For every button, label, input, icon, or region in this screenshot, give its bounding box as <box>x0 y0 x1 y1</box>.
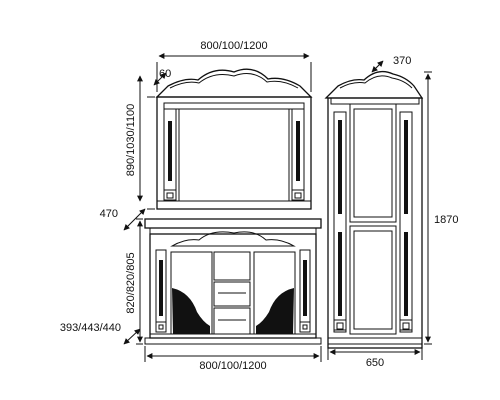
mirror-cabinet <box>155 68 313 210</box>
cabinet-depth-label: 470 <box>100 208 118 220</box>
base-unit <box>144 218 322 345</box>
column-height-label: 1870 <box>434 214 458 226</box>
column-width-label: 650 <box>366 357 384 369</box>
base-width-label: 800/100/1200 <box>199 360 266 372</box>
column-depth-label: 370 <box>393 55 411 67</box>
tall-column <box>324 70 424 349</box>
mirror-height-label: 890/1030/1100 <box>125 104 137 177</box>
mirror-depth-label: 60 <box>159 68 171 80</box>
base-height-label: 820/820/805 <box>125 252 137 313</box>
dimension-lines <box>123 53 432 362</box>
base-depth-label: 393/443/440 <box>60 322 121 334</box>
mirror-width-label: 800/100/1200 <box>200 40 267 52</box>
dimension-labels: 800/100/1200 60 890/1030/1100 470 820/82… <box>60 40 459 372</box>
